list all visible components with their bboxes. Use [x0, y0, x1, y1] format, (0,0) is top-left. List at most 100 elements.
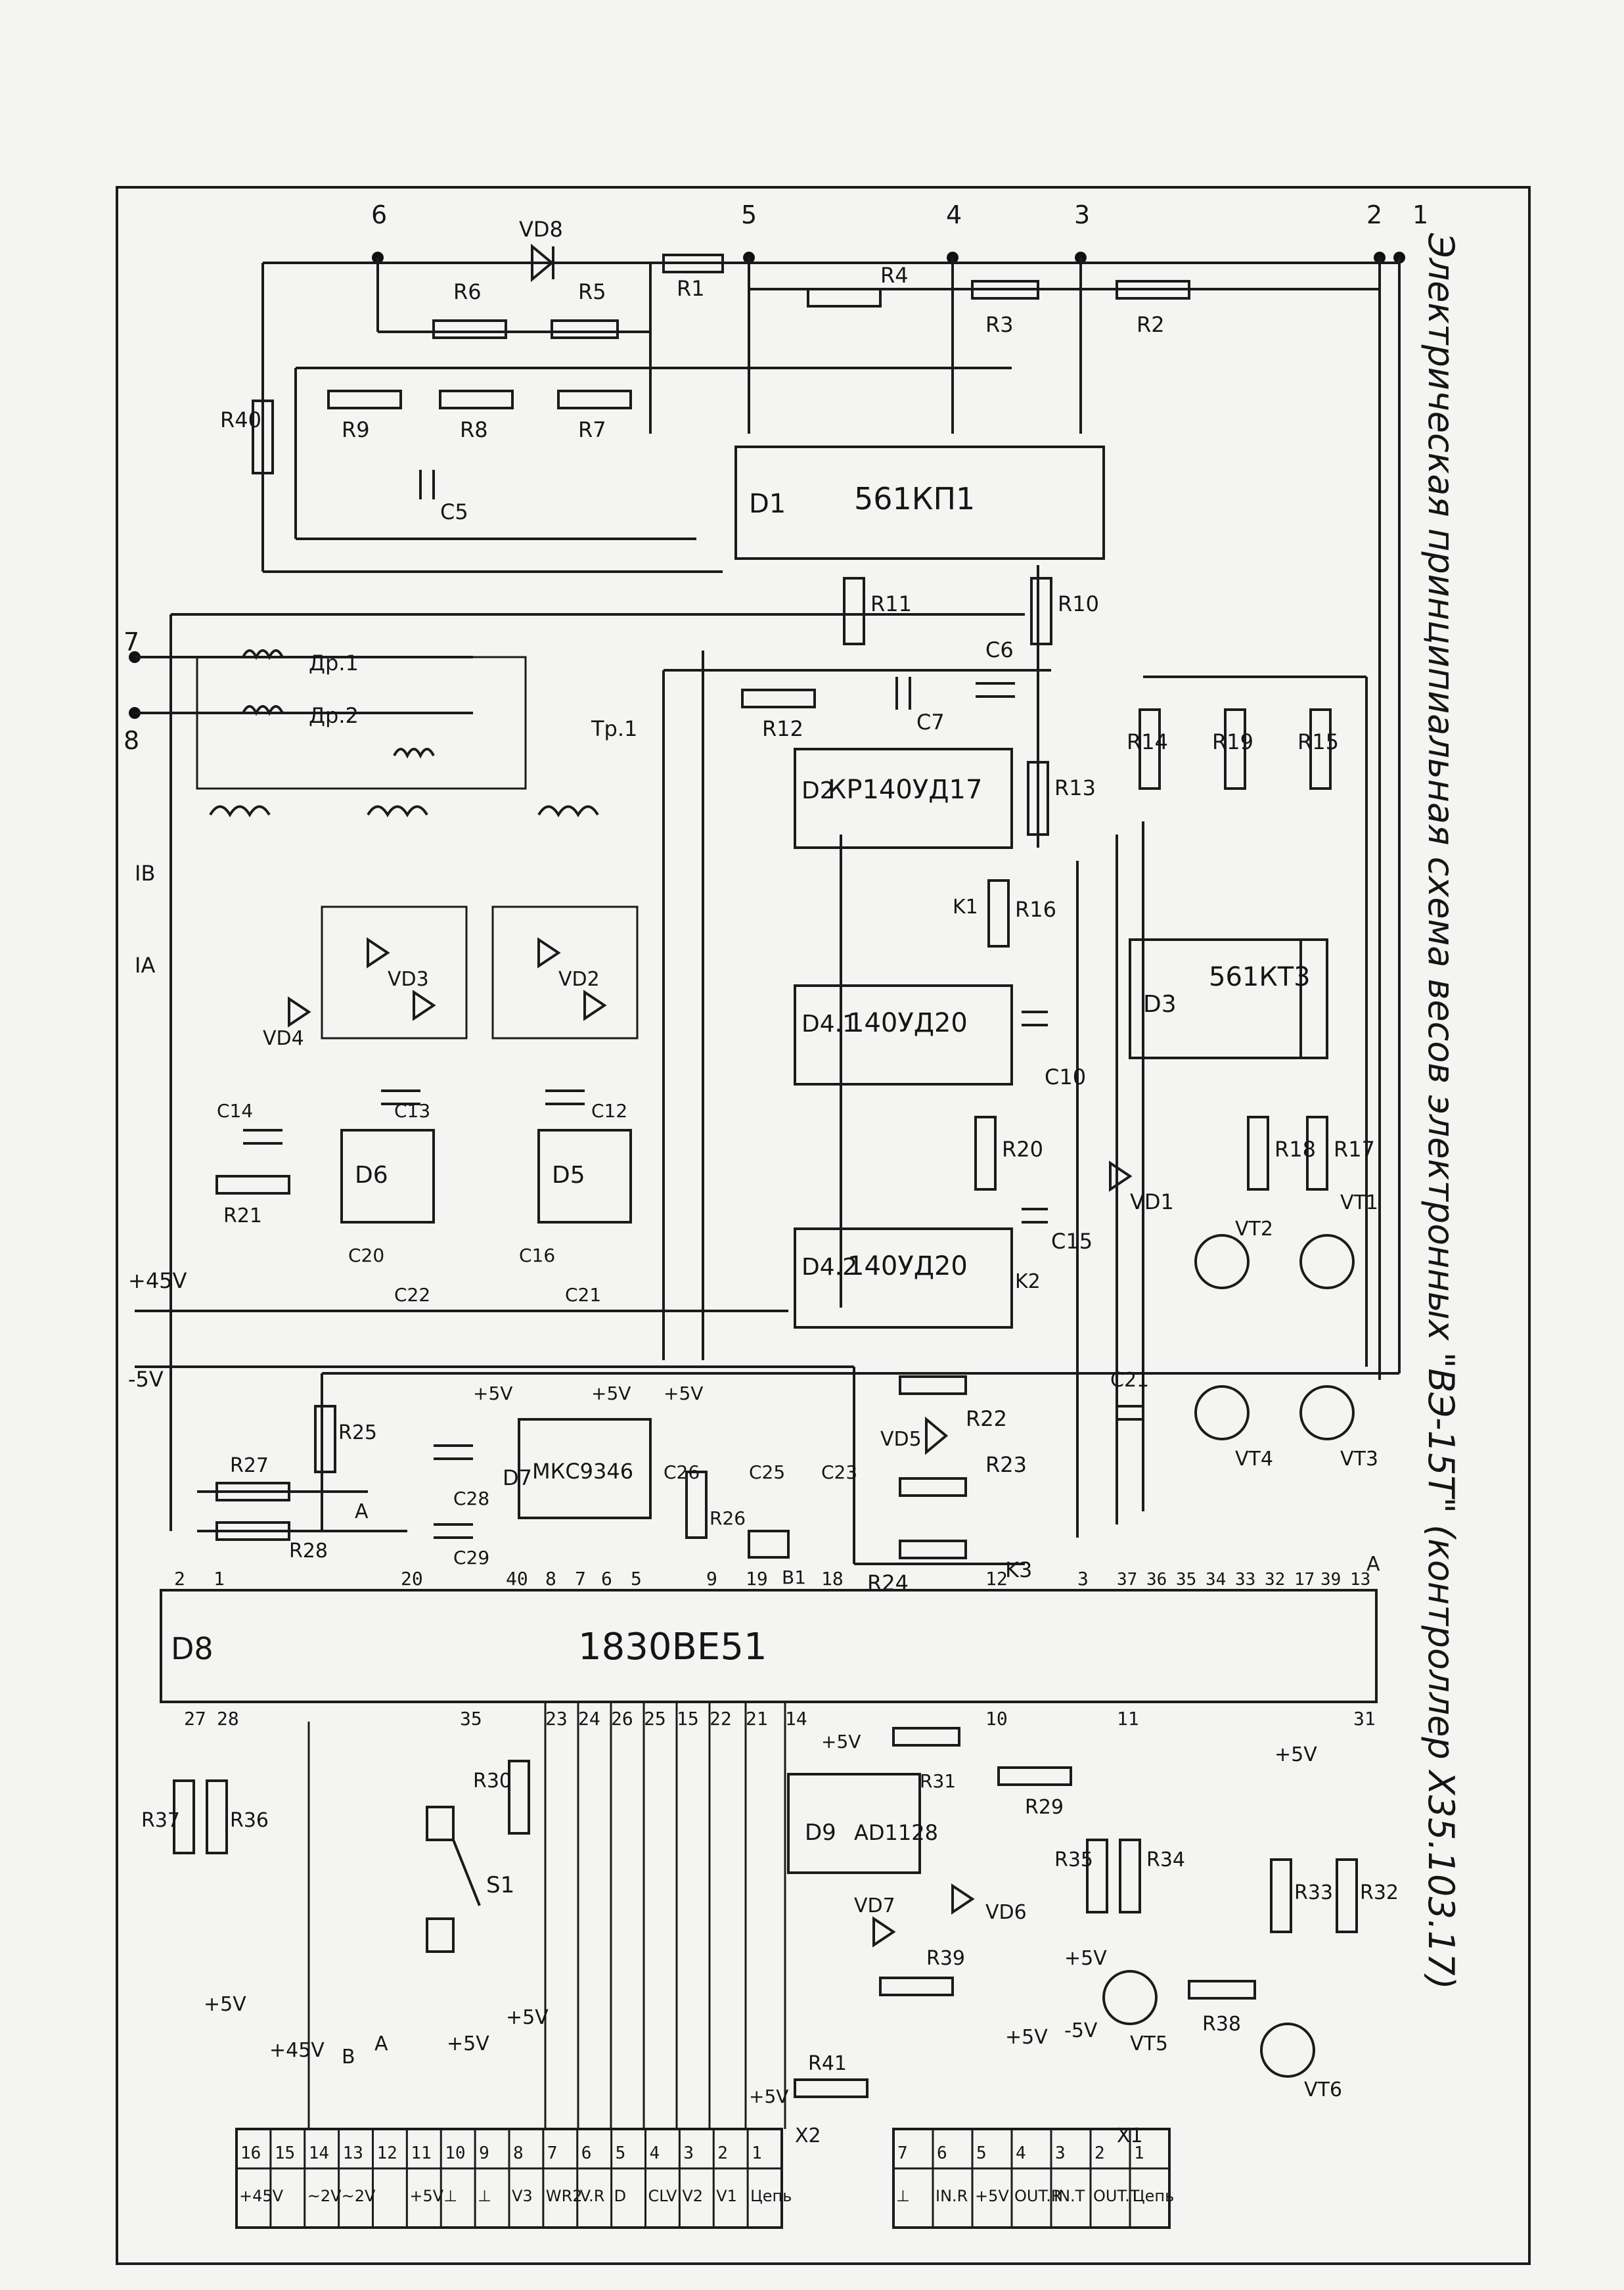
transistor-vt5 [1102, 1970, 1158, 2025]
resistor-r2 [1116, 280, 1190, 300]
resistor-r34 [1119, 1839, 1141, 1913]
transformer-frame [196, 656, 527, 790]
x1-pin-signal: IN.R [936, 2187, 968, 2205]
label-c13: C13 [394, 1100, 430, 1122]
chip-d8: 1830ВЕ51 D8 A [160, 1553, 1380, 1703]
chip-d5-box [537, 1129, 632, 1224]
transistor-vt1 [1299, 1234, 1355, 1289]
d8-pin-bottom: 11 [1117, 1708, 1139, 1729]
transistor-vt6 [1260, 2023, 1315, 2078]
label-r29: R29 [1025, 1796, 1064, 1819]
lower-left-parts: R37 R36 +5V R30 S1 +5V +5V [141, 1760, 549, 2055]
resistor-r14 [1139, 708, 1161, 790]
d8-pin-top: 5 [631, 1568, 642, 1590]
label-p5-x1: +5V [1005, 2026, 1048, 2049]
x2-pin-signal: V.R [580, 2187, 605, 2205]
bridge-vd3 [321, 905, 468, 1040]
label-r35: R35 [1054, 1848, 1093, 1871]
label-ia: IA [135, 953, 155, 978]
d1-part: 561КП1 [854, 481, 975, 516]
x1-pin-signal: IN.T [1054, 2187, 1085, 2205]
d7-part: МКС9346 [532, 1459, 633, 1484]
label-c16: C16 [519, 1245, 555, 1266]
chip-d1: 561КП1 D1 [734, 446, 1105, 560]
x2-pin-number: 3 [683, 2143, 694, 2163]
label-c27: C26 [664, 1461, 700, 1483]
resistor-r5 [551, 319, 619, 339]
chip-d2: КР140УД17 D2 K1 [794, 748, 1013, 919]
d2-part: КР140УД17 [828, 775, 982, 805]
d2-ref: D2 [801, 777, 835, 804]
x2-pin-signal: V2 [682, 2187, 703, 2205]
transistor-vt2 [1194, 1234, 1250, 1289]
label-vd3: VD3 [388, 968, 429, 991]
resistor-r41 [794, 2078, 868, 2098]
resistor-r27 [215, 1482, 290, 1501]
label-r2: R2 [1137, 312, 1165, 337]
d8-pin-top: 20 [401, 1568, 423, 1590]
label-a-x2: A [374, 2032, 388, 2055]
chip-d41: 140УД20 D4.1 [794, 984, 1013, 1086]
label-a-top: A [355, 1500, 369, 1523]
d8-pin-top: 40 [506, 1568, 528, 1590]
label-k1: K1 [953, 896, 978, 919]
resistor-r13 [1027, 761, 1049, 836]
d8-pin-top: 9 [706, 1568, 717, 1590]
label-r30: R30 [473, 1770, 512, 1793]
wiring [135, 258, 1401, 1565]
d41-ref: D4.1 [801, 1011, 857, 1038]
d8-pin-top: 7 [575, 1568, 586, 1590]
d8-pin-top: 3 [1077, 1568, 1089, 1590]
label-p5-r36: +5V [204, 1993, 246, 2016]
x2-pin-signal: V3 [512, 2187, 533, 2205]
label-c6: C6 [985, 637, 1014, 662]
terminal-4: 4 [946, 200, 962, 229]
bridges: VD3 VD2 VD4 [263, 905, 639, 1050]
d8-pin-bottom: 23 [545, 1708, 568, 1729]
d8-pin-top: 6 [601, 1568, 612, 1590]
label-vd2: VD2 [558, 968, 600, 991]
d8-pin-bottom: 26 [611, 1708, 633, 1729]
resistor-r15 [1309, 708, 1332, 790]
label-p5-x2: +5V [447, 2032, 489, 2055]
label-r6: R6 [453, 279, 482, 304]
terminal-2: 2 [1366, 200, 1382, 229]
label-c21: C21 [565, 1284, 601, 1306]
label-c25: C23 [821, 1461, 857, 1483]
regulators: D5 D6 C12 C13 C14 R21 C16 C20 C21 C22 +4… [128, 1089, 632, 1392]
resistor-r32 [1336, 1858, 1358, 1933]
resistor-r38 [1188, 1980, 1256, 2000]
output-stage: R35 R34 VT5 R38 VT6 R33 R32 +5V +5V -5V … [749, 1743, 1399, 2107]
x2-pin-number: 7 [547, 2143, 558, 2163]
x1-pin-number: 3 [1055, 2143, 1066, 2163]
resistor-r26 [685, 1471, 708, 1539]
switch-s1-contact-2 [426, 1917, 455, 1953]
label-vt4: VT4 [1235, 1448, 1273, 1471]
chip-d3: 561КТ3 D3 [1129, 938, 1328, 1059]
resistor-r37 [173, 1779, 195, 1854]
resistors-mid: R11 R10 R12 R13 R16 R14 R19 R15 [741, 577, 1339, 948]
d8-pin-top: 32 [1265, 1570, 1285, 1590]
x1-pin-number: 7 [897, 2143, 908, 2163]
diode-vd1 [1109, 1160, 1133, 1192]
x2-pin-signal: Цепь [750, 2187, 792, 2205]
resistor-r30 [508, 1760, 530, 1835]
label-r20: R20 [1002, 1137, 1043, 1162]
x1-pin-signal: OUT.R [1014, 2187, 1062, 2205]
label-r38: R38 [1202, 2013, 1241, 2036]
d8-pin-bottom: 27 [184, 1708, 206, 1729]
label-m5-x1: -5V [1064, 2019, 1098, 2042]
label-r16: R16 [1015, 897, 1056, 922]
label-vd7: VD7 [854, 1894, 895, 1917]
label-r36: R36 [230, 1809, 269, 1832]
label-r1: R1 [677, 276, 705, 301]
d8-pin-bottom: 10 [985, 1708, 1008, 1729]
x1-pin-number: 5 [976, 2143, 987, 2163]
diode-vd4 [288, 996, 311, 1028]
terminal-7: 7 [124, 628, 139, 656]
x1-pin-signal: Цепь [1133, 2187, 1174, 2205]
x1-pin-number: 4 [1016, 2143, 1026, 2163]
transistors-bridge: VT1 VT2 VT3 VT4 C21 [1110, 1191, 1378, 1471]
d41-part: 140УД20 [847, 1008, 968, 1038]
